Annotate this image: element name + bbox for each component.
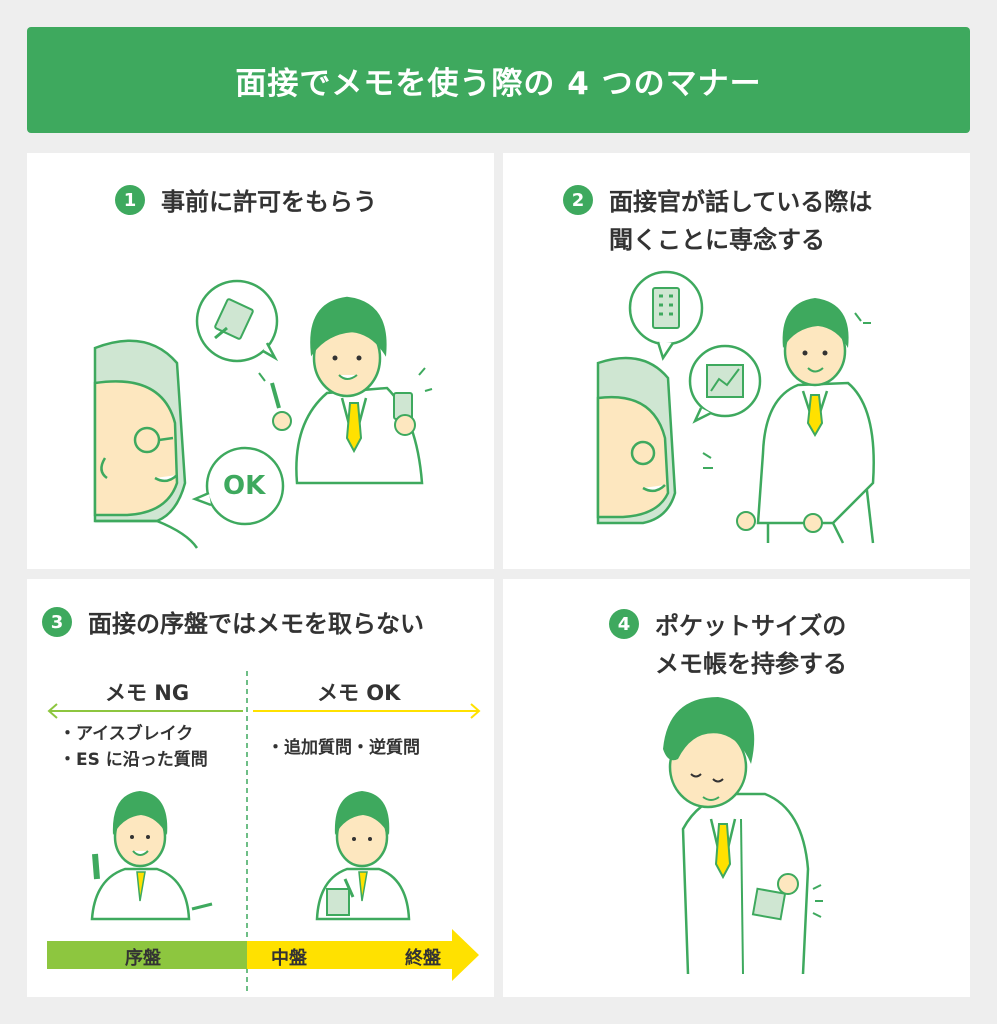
panel-1-heading: 1 事前に許可をもらう [115, 183, 377, 221]
panel-1-title: 事前に許可をもらう [161, 183, 377, 221]
phase-late-label: 終盤 [405, 948, 441, 969]
interviewer-figure [93, 339, 199, 549]
ok-item: ・追加質問・逆質問 [267, 738, 420, 758]
ng-arrow [47, 703, 243, 719]
panel-3-title: 面接の序盤ではメモを取らない [88, 605, 424, 643]
talking-applicant-figure [90, 791, 213, 921]
panel-1: 1 事前に許可をもらう [27, 153, 494, 569]
ok-item-list: ・追加質問・逆質問 [267, 735, 420, 761]
panel-1-title-line: 事前に許可をもらう [161, 188, 377, 216]
ok-bubble-text: OK [223, 471, 266, 501]
panel-3: 3 面接の序盤ではメモを取らない [27, 579, 494, 997]
panel-2: 2 面接官が話している際は 聞くことに専念する [503, 153, 970, 569]
ng-item: ・アイスブレイク [59, 724, 194, 744]
step-number-2: 2 [563, 185, 593, 215]
panel-2-heading: 2 面接官が話している際は 聞くことに専念する [563, 183, 872, 259]
timeline-illustration [47, 671, 481, 991]
ok-label: メモ OK [317, 681, 401, 705]
panel-2-title-line-2: 聞くことに専念する [609, 226, 825, 254]
listening-illustration [596, 270, 875, 544]
pocket-memo-illustration [663, 697, 823, 975]
ok-bubble [191, 446, 285, 526]
panel-4-title: ポケットサイズの メモ帳を持参する [655, 607, 847, 683]
phase-middle-label: 中盤 [271, 948, 307, 969]
page-title: 面接でメモを使う際の 4 つのマナー [235, 65, 762, 102]
title-banner: 面接でメモを使う際の 4 つのマナー [27, 27, 970, 133]
step-number-1: 1 [115, 185, 145, 215]
step-number-4: 4 [609, 609, 639, 639]
panel-2-title: 面接官が話している際は 聞くことに専念する [609, 183, 872, 259]
ng-label: メモ NG [105, 681, 190, 705]
applicant-figure [258, 296, 433, 485]
panel-4-title-line-2: メモ帳を持参する [655, 650, 847, 678]
phase-bar [47, 929, 479, 981]
panel-4: 4 ポケットサイズの メモ帳を持参する [503, 579, 970, 997]
writing-applicant-figure [315, 791, 411, 921]
applicant-seated-figure [736, 298, 875, 544]
memo-bubble-icon [195, 279, 279, 363]
ng-item: ・ES に沿った質問 [59, 750, 208, 770]
phase-early-label: 序盤 [125, 948, 161, 969]
ng-item-list: ・アイスブレイク ・ES に沿った質問 [59, 721, 208, 773]
panel-3-heading: 3 面接の序盤ではメモを取らない [42, 605, 424, 643]
panel-4-heading: 4 ポケットサイズの メモ帳を持参する [609, 607, 847, 683]
chart-bubble-icon [688, 344, 762, 424]
ask-permission-illustration [93, 279, 433, 549]
building-bubble-icon [628, 270, 704, 361]
panel-2-title-line-1: 面接官が話している際は [609, 188, 873, 216]
step-number-3: 3 [42, 607, 72, 637]
interviewer-figure [596, 356, 713, 525]
ok-arrow [253, 703, 481, 719]
bowing-applicant-figure [663, 697, 823, 975]
panel-4-title-line-1: ポケットサイズの [655, 612, 847, 640]
panel-3-title-line: 面接の序盤ではメモを取らない [88, 610, 424, 638]
